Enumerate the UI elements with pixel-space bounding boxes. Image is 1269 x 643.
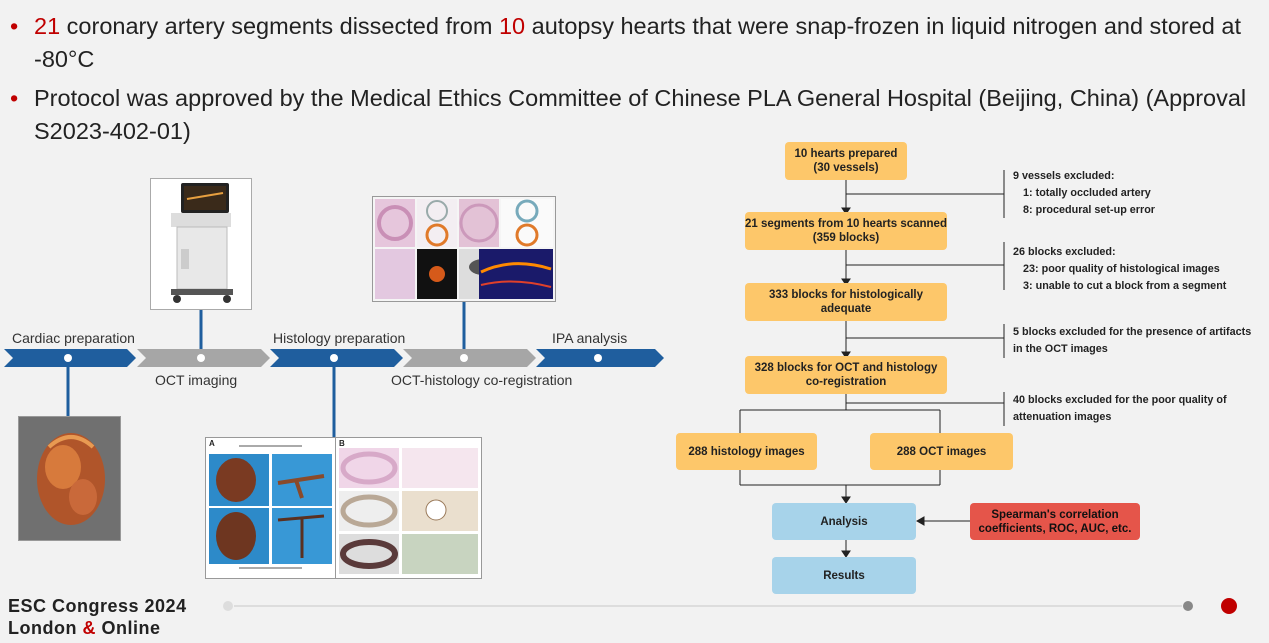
bullet-1: • 21 coronary artery segments dissected … [8,10,1258,76]
timeline-graphic [4,296,664,440]
exclusion-item: 1: totally occluded artery [1023,187,1151,199]
exclusion-note-vessels: 9 vessels excluded: 1: totally occluded … [1013,168,1263,219]
flow-box-oct-images: 288 OCT images [870,433,1013,470]
exclusion-item: 8: procedural set-up error [1023,204,1155,216]
panel-a-image [209,445,332,569]
bullet-2: • Protocol was approved by the Medical E… [8,82,1258,148]
timeline-step-4 [403,349,536,367]
heart-photo [18,416,121,541]
histology-oct-collage [372,196,556,302]
panel-b-label: B [339,439,345,448]
footer-city: London [8,618,83,638]
heart-image [19,417,120,540]
histology-figure-panel-b: B [335,437,482,579]
oct-device-photo [150,178,252,310]
segment-count: 21 [34,13,61,39]
timeline-label-histology: Histology preparation [273,330,406,346]
panel-a-label: A [209,439,215,448]
flow-box-results: Results [772,557,916,594]
bullet-text: Protocol was approved by the Medical Eth… [34,85,1247,144]
footer-congress-title: ESC Congress 2024 [8,596,187,616]
timeline-label-ipa: IPA analysis [552,330,628,346]
exclusion-title: 26 blocks excluded: [1013,246,1116,258]
exclusion-note-artifacts: 5 blocks excluded for the presence of ar… [1013,326,1252,355]
footer-red-dot [1221,598,1237,614]
bullet-dot: • [10,13,19,39]
oct-device-image [151,179,251,309]
panel-b-image [339,448,478,574]
bullet-list: • 21 coronary artery segments dissected … [8,10,1258,154]
flow-box-histology-adequate: 333 blocks for histologically adequate [745,283,947,321]
flow-box-segments: 21 segments from 10 hearts scanned (359 … [745,212,947,250]
timeline-node [330,354,338,362]
footer-location: London & Online [8,618,161,639]
flow-box-hearts: 10 hearts prepared (30 vessels) [785,142,907,180]
flow-box-statistics: Spearman's correlation coefficients, ROC… [970,503,1140,540]
footer-ampersand: & [82,618,96,638]
histology-collage-image [373,197,555,301]
exclusion-note-blocks: 26 blocks excluded: 23: poor quality of … [1013,244,1263,295]
timeline-node [460,354,468,362]
flow-box-coregistration: 328 blocks for OCT and histology co-regi… [745,356,947,394]
bullet-text: autopsy hearts that were snap-frozen in … [34,13,1242,72]
heart-count: 10 [498,13,526,39]
exclusion-note-attenuation: 40 blocks excluded for the poor quality … [1013,394,1227,423]
bullet-dot: • [10,85,19,111]
footer-gray-dot [1183,601,1193,611]
exclusion-item: 3: unable to cut a block from a segment [1023,280,1227,292]
timeline-label-cardiac: Cardiac preparation [12,330,135,346]
exclusion-item: 23: poor quality of histological images [1023,263,1220,275]
flow-box-histology-images: 288 histology images [676,433,817,470]
timeline-node [64,354,72,362]
timeline-node [594,354,602,362]
flow-box-analysis: Analysis [772,503,916,540]
timeline-label-coregistration: OCT-histology co-registration [391,372,573,388]
timeline-node [197,354,205,362]
bullet-text: coronary artery segments dissected from [60,13,499,39]
exclusion-title: 9 vessels excluded: [1013,170,1115,182]
timeline-label-oct: OCT imaging [155,372,238,388]
footer-online: Online [95,618,161,638]
